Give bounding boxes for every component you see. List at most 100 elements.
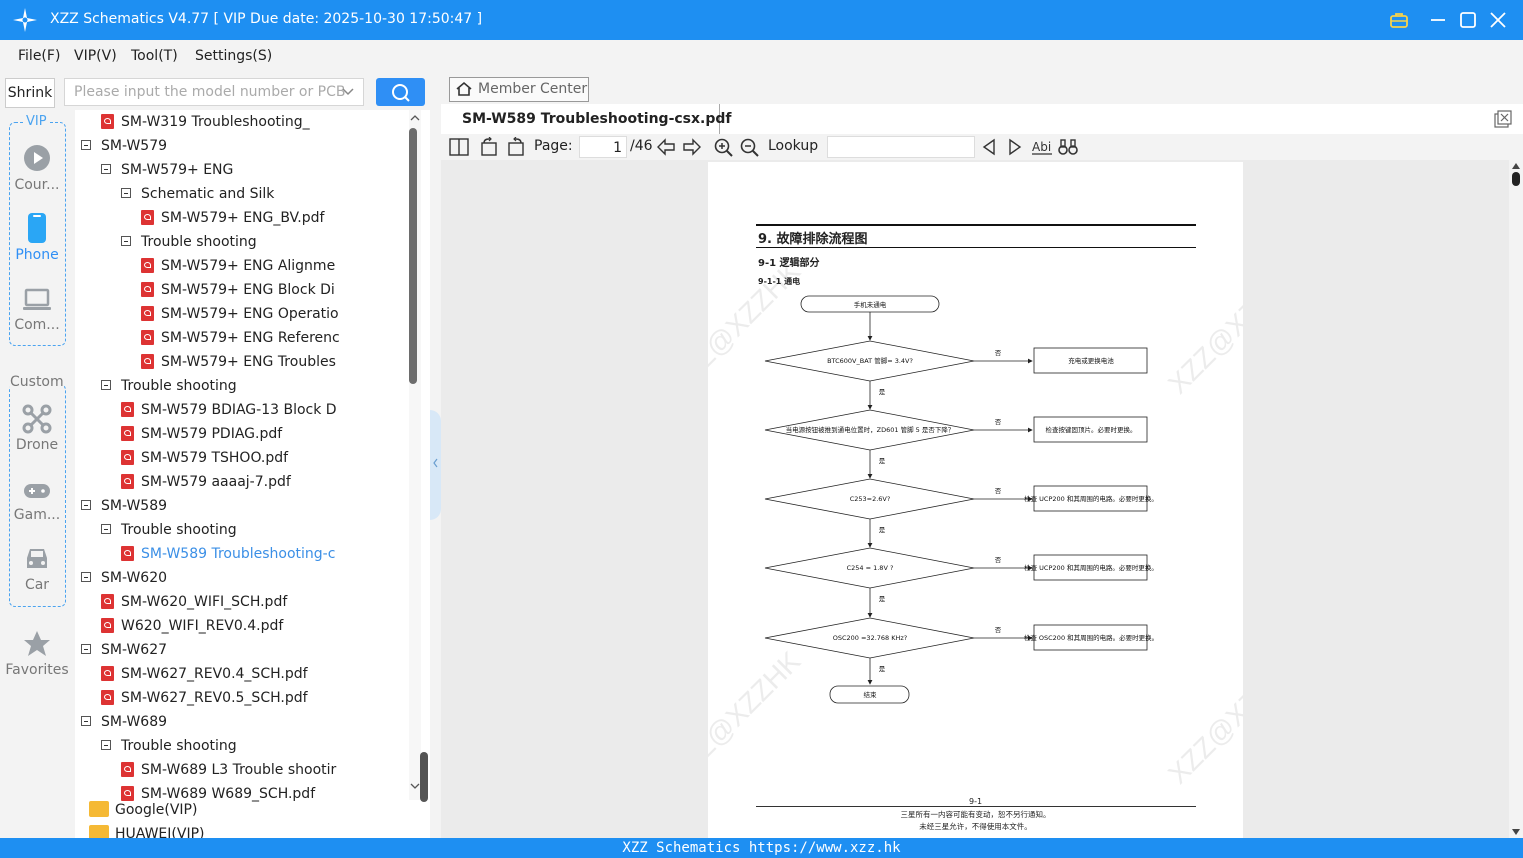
collapse-toggle-icon[interactable] (81, 500, 91, 510)
scroll-down-icon[interactable] (410, 781, 420, 791)
tree-item-label: Schematic and Silk (141, 186, 275, 202)
scroll-down-icon[interactable] (1511, 828, 1521, 836)
tree-node[interactable]: Trouble shooting (121, 230, 430, 254)
page-number-input[interactable]: 1 (579, 136, 627, 158)
tree-file-item[interactable]: SM-W579+ ENG Referenc (141, 326, 430, 350)
collapse-toggle-icon[interactable] (81, 140, 91, 150)
tree-file-item[interactable]: SM-W579+ ENG_BV.pdf (141, 206, 430, 230)
rail-item-car[interactable]: Car (24, 577, 50, 593)
tree-node[interactable]: Trouble shooting (101, 518, 430, 542)
tree-file-item[interactable]: SM-W579+ ENG Troubles (141, 350, 430, 374)
rotate-right-icon[interactable] (506, 137, 526, 157)
zoom-out-icon[interactable] (740, 138, 759, 157)
minimize-icon[interactable] (1428, 10, 1448, 30)
tree-file-item[interactable]: SM-W689 L3 Trouble shootir (121, 758, 430, 782)
tree-file-item[interactable]: SM-W579+ ENG Operatio (141, 302, 430, 326)
collapse-toggle-icon[interactable] (121, 188, 131, 198)
rotate-left-icon[interactable] (479, 137, 499, 157)
collapse-toggle-icon[interactable] (81, 716, 91, 726)
drone-icon[interactable] (22, 404, 52, 434)
heading-rule-bottom (756, 247, 1196, 248)
tree-folder[interactable]: HUAWEI(VIP) (89, 822, 409, 838)
tree-file-item[interactable]: SM-W620_WIFI_SCH.pdf (101, 590, 430, 614)
rail-item-computer[interactable]: Com... (14, 317, 60, 333)
tree-node[interactable]: SM-W689 (81, 710, 430, 734)
star-icon[interactable] (22, 629, 52, 659)
tree-scrollbar[interactable] (409, 110, 421, 800)
collapse-toggle-icon[interactable] (101, 740, 111, 750)
tree-node[interactable]: Schematic and Silk (121, 182, 430, 206)
outer-scroll-thumb[interactable] (420, 752, 428, 802)
tree-node[interactable]: SM-W589 (81, 494, 430, 518)
sidebar-toggle-icon[interactable] (449, 138, 469, 156)
tree-file-item[interactable]: SM-W689 W689_SCH.pdf (121, 782, 430, 806)
rail-item-favorites[interactable]: Favorites (5, 662, 69, 678)
tree-scroll-thumb[interactable] (409, 128, 417, 384)
rail-item-courses[interactable]: Cour... (14, 177, 60, 193)
car-icon[interactable] (23, 546, 51, 572)
find-binoculars-icon[interactable] (1058, 138, 1078, 156)
page-total: /46 (630, 138, 653, 154)
title-bar: XZZ Schematics V4.77 [ VIP Due date: 202… (0, 0, 1523, 40)
panel-collapse-handle[interactable] (430, 410, 441, 520)
tree-file-item[interactable]: SM-W579 PDIAG.pdf (121, 422, 430, 446)
tree-node[interactable]: SM-W579 (81, 134, 430, 158)
menu-vip[interactable]: VIP(V) (74, 48, 117, 64)
collapse-toggle-icon[interactable] (81, 644, 91, 654)
match-case-icon[interactable]: Abi (1031, 138, 1053, 156)
tree-file-item[interactable]: SM-W319 Troubleshooting_ (101, 110, 430, 134)
tree-node[interactable]: SM-W579+ ENG (101, 158, 430, 182)
rail-item-games[interactable]: Gam... (13, 507, 61, 523)
collapse-toggle-icon[interactable] (101, 380, 111, 390)
tree-file-item[interactable]: SM-W579 TSHOO.pdf (121, 446, 430, 470)
tree-node[interactable]: SM-W627 (81, 638, 430, 662)
search-button[interactable] (376, 78, 425, 106)
zoom-in-icon[interactable] (714, 138, 733, 157)
rail-item-drone[interactable]: Drone (15, 437, 59, 453)
collapse-toggle-icon[interactable] (81, 572, 91, 582)
tree-file-item[interactable]: SM-W579+ ENG Block Di (141, 278, 430, 302)
tree-node[interactable]: SM-W620 (81, 566, 430, 590)
gamepad-icon[interactable] (23, 482, 51, 500)
tree-file-item[interactable]: SM-W579 BDIAG-13 Block D (121, 398, 430, 422)
member-center-button[interactable]: Member Center (449, 77, 589, 102)
laptop-icon[interactable] (22, 288, 52, 312)
pdf-scrollbar[interactable] (1509, 160, 1523, 838)
tree-file-item[interactable]: SM-W589 Troubleshooting-c (121, 542, 430, 566)
prev-page-icon[interactable] (656, 138, 676, 156)
menu-file[interactable]: File(F) (18, 48, 61, 64)
menu-tool[interactable]: Tool(T) (131, 48, 178, 64)
scroll-up-icon[interactable] (1511, 162, 1521, 170)
maximize-icon[interactable] (1458, 10, 1478, 30)
menu-settings[interactable]: Settings(S) (195, 48, 273, 64)
tree-file-item[interactable]: SM-W627_REV0.4_SCH.pdf (101, 662, 430, 686)
shrink-button[interactable]: Shrink (5, 78, 55, 108)
scroll-up-icon[interactable] (410, 113, 420, 123)
collapse-toggle-icon[interactable] (101, 164, 111, 174)
play-icon[interactable] (23, 144, 51, 172)
find-prev-icon[interactable] (981, 138, 997, 156)
tab-document[interactable]: SM-W589 Troubleshooting-csx.pdf (450, 104, 732, 134)
collapse-toggle-icon[interactable] (101, 524, 111, 534)
briefcase-icon[interactable] (1389, 10, 1409, 30)
next-page-icon[interactable] (682, 138, 702, 156)
tree-file-item[interactable]: SM-W579+ ENG Alignme (141, 254, 430, 278)
pdf-scroll-thumb[interactable] (1512, 172, 1520, 186)
close-tab-icon[interactable] (1493, 110, 1512, 129)
close-icon[interactable] (1488, 10, 1508, 30)
rail-item-phone[interactable]: Phone (15, 247, 59, 263)
find-next-icon[interactable] (1007, 138, 1023, 156)
collapse-toggle-icon[interactable] (121, 236, 131, 246)
tree-node[interactable]: Trouble shooting (101, 374, 430, 398)
tree-file-item[interactable]: W620_WIFI_REV0.4.pdf (101, 614, 430, 638)
tree-folder[interactable]: Google(VIP) (89, 798, 409, 822)
tree-file-item[interactable]: SM-W627_REV0.5_SCH.pdf (101, 686, 430, 710)
tree-file-item[interactable]: SM-W579 aaaaj-7.pdf (121, 470, 430, 494)
flow-decision-label: C254 = 1.8V ? (847, 564, 894, 572)
tree-node[interactable]: Trouble shooting (101, 734, 430, 758)
lookup-input[interactable] (827, 136, 975, 158)
phone-icon[interactable] (27, 212, 47, 244)
chevron-down-icon[interactable] (341, 86, 355, 98)
search-input[interactable]: Please input the model number or PCB (64, 78, 364, 106)
